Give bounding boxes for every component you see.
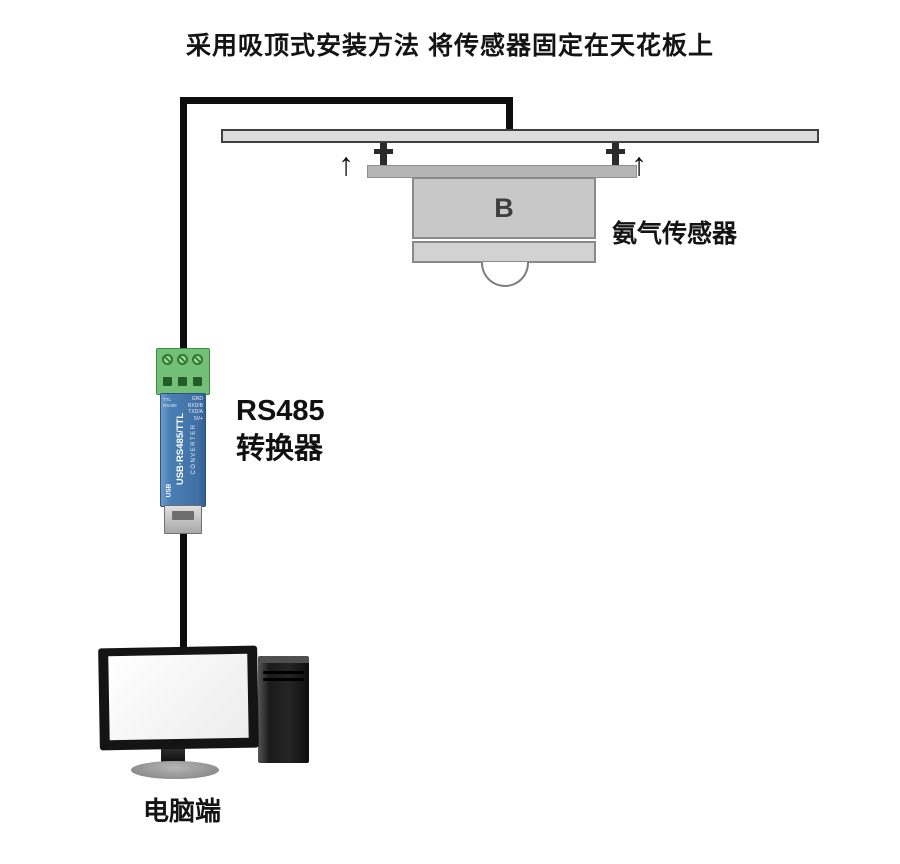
- up-arrow-icon: ↑: [631, 146, 647, 182]
- converter-label-line1: RS485: [236, 395, 325, 427]
- sensor-dome: [481, 262, 529, 287]
- jumper-label: TTL: [163, 397, 172, 402]
- terminal-block: [156, 348, 210, 395]
- converter-usb-text: USB: [165, 483, 173, 498]
- pc-tower: [258, 663, 309, 763]
- pin-labels: GND RXD/B TXD/A 5V+: [188, 396, 203, 422]
- sensor-label: 氨气传感器: [612, 220, 738, 248]
- up-arrow-icon: ↑: [338, 146, 354, 182]
- cable-segment-bottom: [180, 526, 187, 660]
- jumper-label: RS485: [163, 403, 177, 408]
- sensor-flange: [412, 241, 596, 263]
- cable-segment-left: [180, 97, 187, 353]
- pin-label: TXD/A: [188, 409, 203, 415]
- pc-tower-top: [258, 656, 309, 665]
- monitor-screen: [108, 653, 249, 741]
- sensor-body: B: [412, 177, 596, 239]
- converter-body: USB·RS485/TTL CONVERTER USB GND RXD/B TX…: [160, 393, 206, 507]
- mount-bolt-left: [380, 143, 387, 167]
- monitor-stand: [161, 748, 185, 763]
- wire-hole: [193, 377, 202, 386]
- pin-label: RXD/B: [187, 402, 203, 409]
- usb-slot: [172, 511, 194, 520]
- wire-hole: [163, 377, 172, 386]
- usb-plug: [164, 505, 202, 534]
- vent-line: [263, 671, 304, 674]
- mount-bolt-cap-right: [606, 149, 625, 154]
- wire-hole: [178, 377, 187, 386]
- jumper-labels: TTL RS485: [163, 397, 177, 409]
- screw-icon: [162, 354, 173, 365]
- screw-icon: [177, 354, 188, 365]
- diagram-title: 采用吸顶式安装方法 将传感器固定在天花板上: [186, 32, 714, 60]
- cable-segment-top: [180, 97, 513, 104]
- converter-body-text: USB·RS485/TTL: [175, 412, 186, 486]
- monitor-base: [131, 761, 219, 779]
- computer-label: 电脑端: [143, 796, 222, 826]
- screw-icon: [192, 354, 203, 365]
- ceiling-bar: [221, 129, 819, 143]
- mount-bolt-cap-left: [374, 149, 393, 154]
- converter-label-line2: 转换器: [236, 433, 324, 465]
- sensor-letter: B: [494, 192, 514, 223]
- pin-label: GND: [191, 396, 203, 402]
- converter-label: RS485 转换器: [236, 392, 325, 468]
- mount-bolt-right: [612, 143, 619, 167]
- monitor: [98, 645, 259, 751]
- vent-line: [263, 678, 304, 681]
- pin-label: 5V+: [193, 415, 203, 422]
- cable-segment-ceiling-drop: [506, 97, 513, 133]
